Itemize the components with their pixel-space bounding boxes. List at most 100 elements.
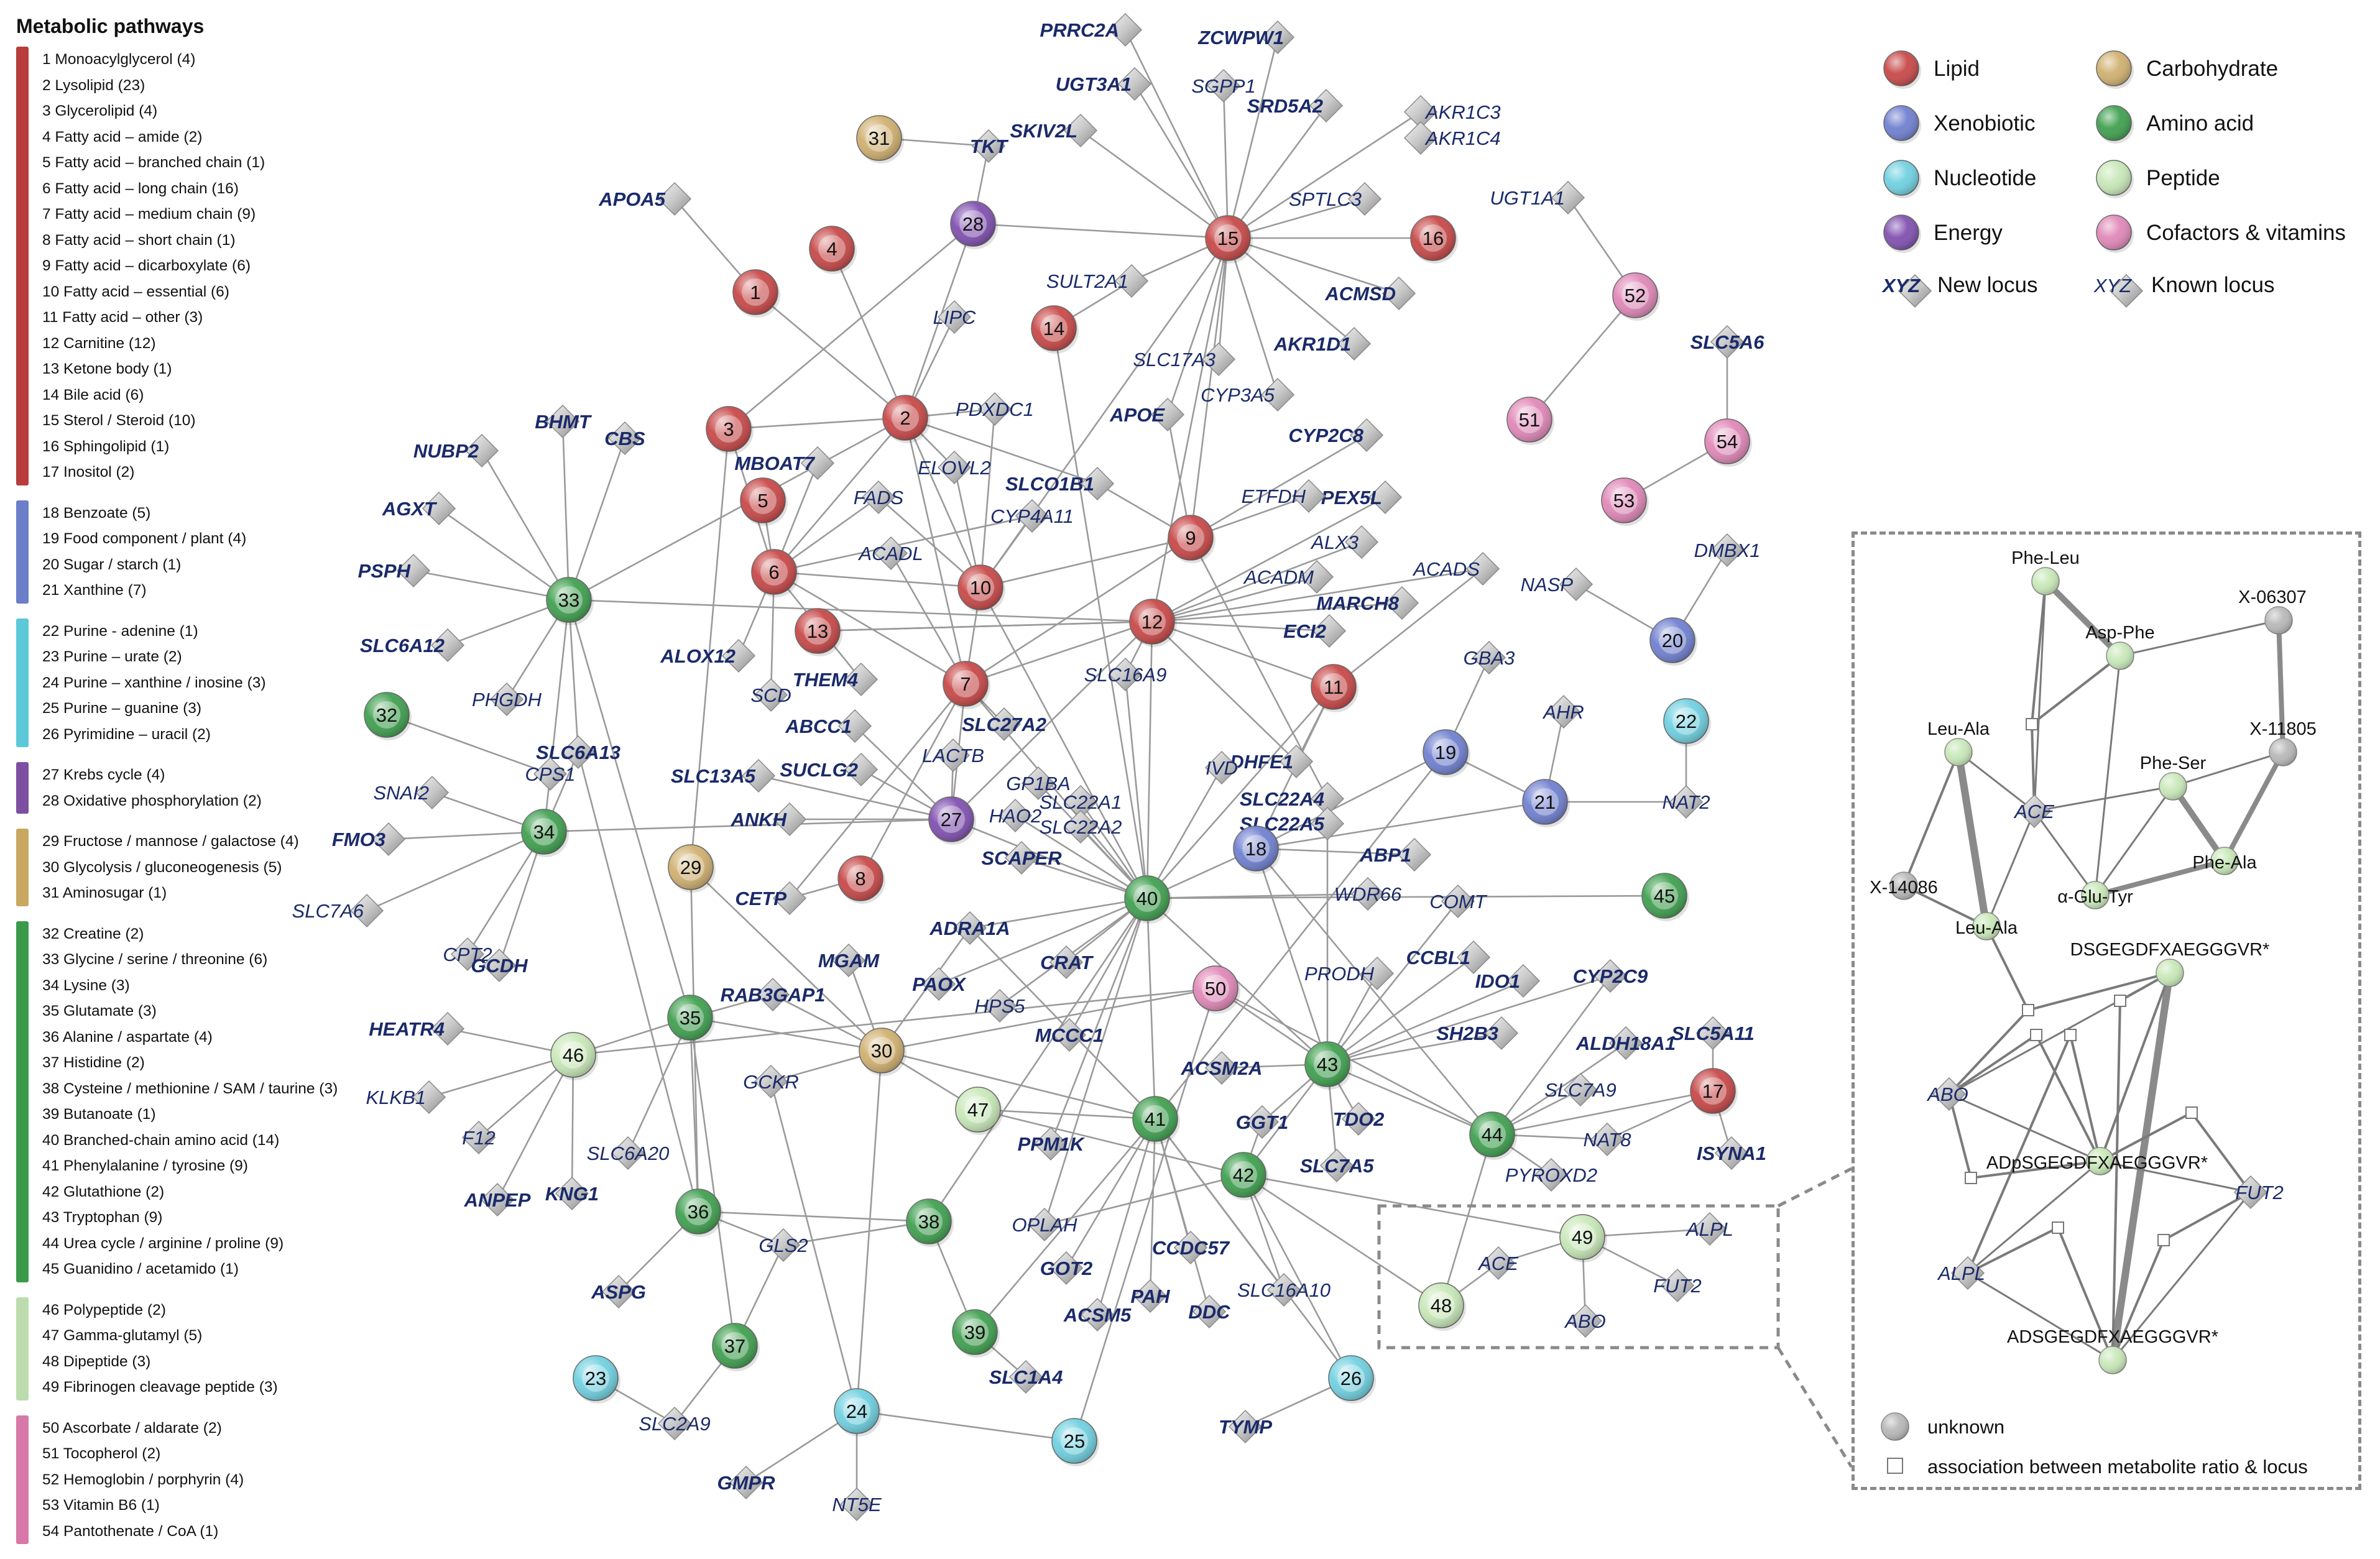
pathway-item: 51 Tocopherol (2) (42, 1445, 161, 1462)
association-square (2030, 1029, 2042, 1041)
inset-edge (2100, 1160, 2251, 1193)
locus-diamond (971, 129, 1006, 163)
inset-node-highlight (2156, 959, 2184, 986)
locus-diamond (1368, 480, 1403, 515)
network-edge (904, 417, 967, 684)
locus-label: APOE (1109, 404, 1165, 426)
locus-diamond (1150, 397, 1185, 432)
node-inner (915, 1208, 943, 1235)
locus-diamond (1309, 88, 1344, 123)
locus-label: ADRA1A (929, 917, 1010, 939)
node-inner (868, 1037, 895, 1064)
pathway-item: 35 Glutamate (3) (42, 1003, 157, 1019)
inset-edge (2094, 655, 2121, 896)
pathway-item: 18 Benzoate (5) (42, 504, 151, 522)
locus-diamond (607, 421, 642, 456)
network-edge (905, 416, 1098, 485)
network-edge (1491, 975, 1612, 1135)
locus-label: CBS (604, 428, 645, 449)
locus-diamond (1279, 744, 1314, 779)
pathway-item: 40 Branched-chain amino acid (14) (42, 1131, 280, 1149)
node-inner (530, 818, 558, 845)
locus-label: SLC2A9 (639, 1413, 710, 1435)
locus-diamond (1291, 479, 1326, 513)
locus-label: SH2B3 (1436, 1023, 1498, 1044)
network-edge (728, 223, 974, 430)
network-edge (1189, 237, 1229, 538)
association-legend-swatch (1887, 1458, 1903, 1474)
locus-label: AKR1D1 (1273, 333, 1351, 355)
node-inner (1320, 673, 1347, 701)
locus-diamond (741, 758, 776, 793)
pathway-node-label: 18 (1245, 838, 1266, 860)
locus-label: RAB3GAP1 (721, 984, 826, 1006)
node-highlight (713, 1323, 757, 1368)
network-edge (890, 553, 967, 684)
pathway-group: 29 Fructose / mannose / galactose (4)30 … (16, 829, 402, 906)
legend-label: Cofactors & vitamins (2146, 221, 2346, 245)
network-edge (1151, 576, 1317, 623)
locus-label: AGXT (382, 498, 438, 520)
locus-label: KNG1 (545, 1183, 599, 1205)
pathway-node-label: 47 (967, 1099, 989, 1121)
pathway-group: 18 Benzoate (5)19 Food component / plant… (16, 500, 402, 604)
node-highlight (740, 478, 785, 523)
locus-label: PAOX (912, 973, 967, 995)
network-edge (1151, 496, 1386, 623)
network-edge (1053, 328, 1148, 899)
locus-diamond (1245, 1105, 1280, 1139)
legend-swatch-highlight (1884, 106, 1919, 140)
network-edge (773, 571, 966, 685)
network-edge (880, 927, 971, 1051)
locus-diamond (611, 1136, 645, 1170)
node-highlight (676, 1189, 721, 1234)
locus-diamond (1590, 1122, 1625, 1157)
pathway-node-label: 33 (558, 589, 579, 611)
locus-diamond (412, 1080, 446, 1115)
inset-node-label: X-06307 (2238, 587, 2307, 607)
legend-label: Peptide (2146, 166, 2220, 190)
pathway-item: 37 Histidine (2) (42, 1054, 145, 1071)
inset-node-highlight (1973, 913, 2000, 940)
node-inner (676, 1004, 704, 1031)
inset-edge (2094, 786, 2174, 896)
inset-edge (2033, 581, 2047, 812)
inset-node-highlight (2211, 847, 2238, 875)
locus-diamond (1381, 276, 1416, 311)
new-locus-diamond (1898, 274, 1932, 308)
network-edge (1243, 1174, 1442, 1307)
locus-label: BHMT (535, 411, 593, 433)
locus-label: PAH (1130, 1285, 1170, 1307)
node-highlight (1305, 1042, 1350, 1087)
network-edge (698, 1210, 929, 1223)
locus-diamond (1337, 326, 1372, 361)
pathway-item: 46 Polypeptide (2) (42, 1301, 166, 1318)
locus-diamond (998, 798, 1033, 833)
node-inner (373, 701, 400, 729)
node-highlight (795, 609, 840, 653)
locus-label: MGAM (818, 950, 880, 972)
locus-label: GCKR (743, 1071, 799, 1093)
pathway-item: 15 Sterol / Steroid (10) (42, 412, 196, 429)
pathway-node-label: 16 (1423, 228, 1444, 249)
locus-label: NAT8 (1584, 1129, 1632, 1151)
locus-label: ISYNA1 (1697, 1143, 1766, 1164)
network-edge (1146, 686, 1334, 899)
locus-diamond (1349, 418, 1384, 453)
locus-label: PPM1K (1018, 1133, 1086, 1155)
network-edge (1327, 956, 1474, 1065)
pathway-node-label: 24 (846, 1400, 867, 1422)
locus-label: THEM4 (793, 669, 858, 691)
inset-edge (1985, 811, 2036, 927)
locus-diamond (482, 948, 517, 983)
node-inner (1314, 1051, 1341, 1078)
node-inner (938, 806, 965, 833)
pathway-node-label: 12 (1142, 611, 1163, 633)
network-edge (928, 898, 1148, 1222)
pathway-node-label: 50 (1205, 978, 1226, 1000)
inset-node-highlight (2032, 568, 2059, 595)
legend-swatch-highlight (1884, 51, 1919, 86)
locus-label: UGT3A1 (1056, 73, 1132, 95)
locus-label: SLC22A4 (1240, 788, 1324, 810)
inset-edge (1903, 752, 1960, 886)
